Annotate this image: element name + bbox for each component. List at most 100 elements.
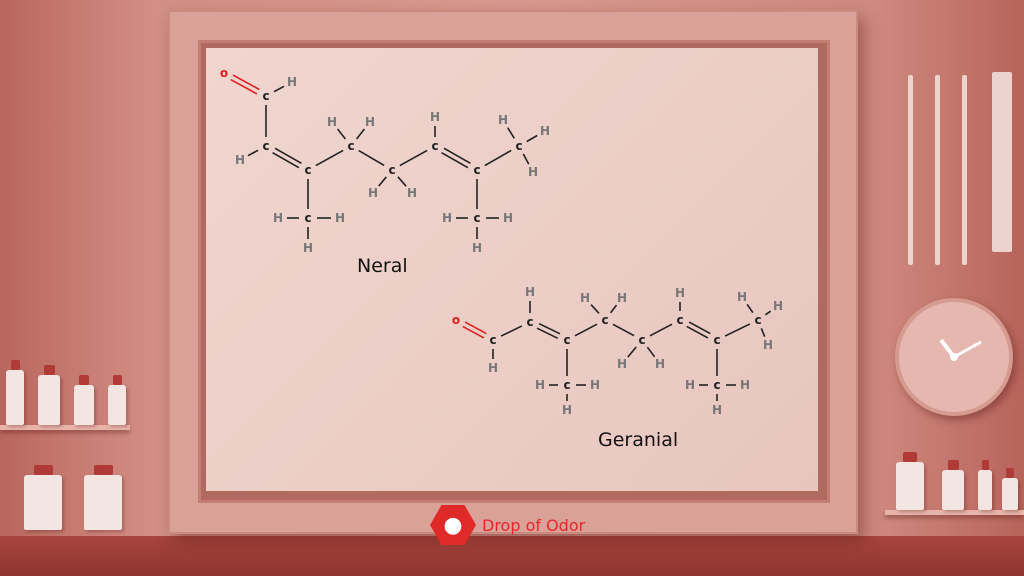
atom-h: H <box>365 115 375 129</box>
bond <box>688 321 711 335</box>
atom-c: c <box>754 313 761 327</box>
bond <box>399 149 428 167</box>
atom-h: H <box>442 211 452 225</box>
bond <box>484 149 512 167</box>
atom-c: c <box>304 211 311 225</box>
atom-c: c <box>638 333 645 347</box>
bond <box>536 327 559 340</box>
atom-h: H <box>617 357 627 371</box>
atom-c: c <box>713 378 720 392</box>
bond <box>464 321 487 335</box>
shelf <box>885 510 1024 515</box>
atom-c: c <box>563 333 570 347</box>
atom-c: c <box>473 211 480 225</box>
bond <box>526 134 538 143</box>
wall-clock <box>895 298 1013 416</box>
bottle <box>1002 468 1018 510</box>
atom-c: c <box>473 163 480 177</box>
atom-h: H <box>675 286 685 300</box>
atom-h: H <box>740 378 750 392</box>
atom-c: c <box>489 333 496 347</box>
bottle <box>6 360 24 425</box>
bond <box>646 346 656 358</box>
bond <box>355 128 366 140</box>
atom-h: H <box>763 338 773 352</box>
atom-c: c <box>262 139 269 153</box>
atom-c: c <box>262 89 269 103</box>
bond <box>507 127 515 139</box>
atom-h: H <box>472 241 482 255</box>
atom-h: H <box>287 75 297 89</box>
atom-h: H <box>327 115 337 129</box>
atom-o: o <box>452 313 460 327</box>
atom-h: H <box>498 113 508 127</box>
bond <box>574 323 598 337</box>
bond <box>590 304 600 314</box>
atom-h: H <box>685 378 695 392</box>
atom-h: H <box>430 110 440 124</box>
droplet-icon: ● <box>430 505 476 545</box>
lab-bench <box>0 536 1024 576</box>
atom-h: H <box>535 378 545 392</box>
bottle <box>38 365 60 425</box>
whiteboard <box>206 48 818 491</box>
bond <box>760 328 766 337</box>
atom-h: H <box>773 299 783 313</box>
atom-c: c <box>526 315 533 329</box>
bottle <box>84 465 122 530</box>
atom-c: c <box>713 333 720 347</box>
atom-c: c <box>388 163 395 177</box>
test-tube <box>992 72 1012 252</box>
bond <box>441 151 469 169</box>
bond <box>746 303 754 314</box>
bond <box>232 74 260 91</box>
molecule-label-neral: Neral <box>357 255 408 277</box>
bottle <box>74 375 94 425</box>
bond <box>686 325 709 339</box>
atom-c: c <box>563 378 570 392</box>
bond <box>612 323 635 337</box>
bond <box>247 149 259 157</box>
atom-c: c <box>304 163 311 177</box>
test-tube <box>962 75 967 265</box>
atom-h: H <box>617 291 627 305</box>
atom-h: H <box>368 186 378 200</box>
atom-h: H <box>503 211 513 225</box>
atom-h: H <box>655 357 665 371</box>
bond <box>272 151 300 169</box>
atom-h: H <box>335 211 345 225</box>
atom-h: H <box>273 211 283 225</box>
molecule-label-geranial: Geranial <box>598 429 679 451</box>
bond <box>609 304 618 314</box>
bond <box>274 147 302 165</box>
atom-h: H <box>303 241 313 255</box>
bottle <box>978 460 992 510</box>
bond <box>336 128 347 140</box>
atom-h: H <box>488 361 498 375</box>
bottle <box>942 460 964 510</box>
bond <box>627 346 637 358</box>
bottle <box>24 465 62 530</box>
atom-h: H <box>580 291 590 305</box>
bond <box>500 325 523 337</box>
shelf <box>0 425 130 430</box>
bond <box>649 323 673 337</box>
atom-h: H <box>540 124 550 138</box>
bond <box>378 176 387 187</box>
atom-c: c <box>676 313 683 327</box>
bond <box>273 85 285 93</box>
bond <box>724 323 751 337</box>
brand-logo: ● Drop of Odor <box>430 505 585 545</box>
bond <box>522 153 530 165</box>
atom-h: H <box>235 153 245 167</box>
test-tube <box>908 75 913 265</box>
brand-name: Drop of Odor <box>482 515 586 535</box>
atom-h: H <box>590 378 600 392</box>
atom-h: H <box>737 290 747 304</box>
bottle <box>108 375 126 425</box>
bond <box>230 78 258 95</box>
bond <box>397 176 407 187</box>
bottle <box>896 452 924 510</box>
atom-c: c <box>347 139 354 153</box>
